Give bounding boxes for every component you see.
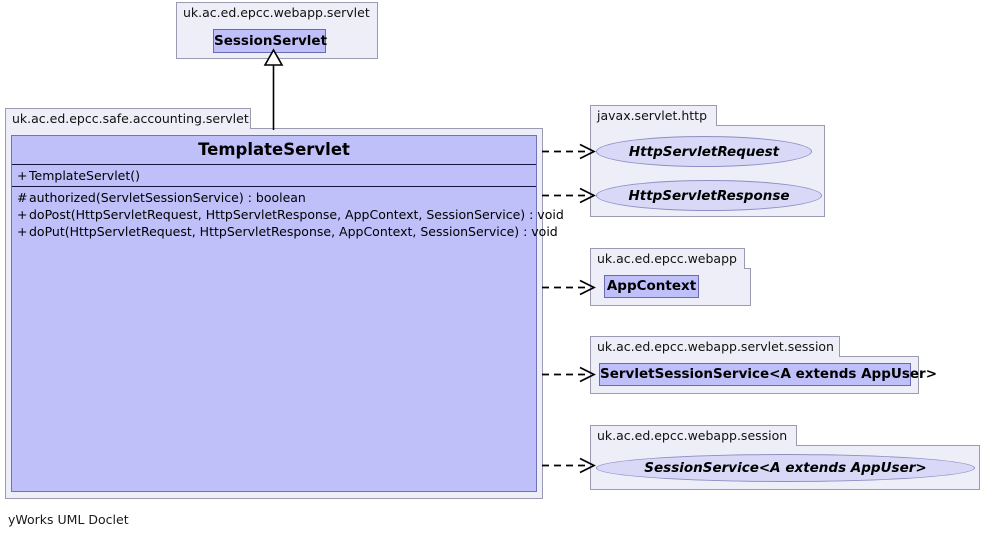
method-row: +doPost(HttpServletRequest, HttpServletR… xyxy=(12,206,564,223)
interface-httpservletrequest[interactable]: HttpServletRequest xyxy=(596,136,812,167)
constructor-signature: TemplateServlet() xyxy=(29,168,141,183)
package-label-webapp-session: uk.ac.ed.epcc.webapp.session xyxy=(590,425,797,446)
class-name-appcontext: AppContext xyxy=(606,278,697,294)
interface-httpservletresponse[interactable]: HttpServletResponse xyxy=(596,180,822,211)
class-servletsessionservice[interactable]: ServletSessionService<A extends AppUser> xyxy=(599,363,937,386)
edge-dependency-servletsessionservice xyxy=(542,366,596,383)
interface-name-httpservletrequest: HttpServletRequest xyxy=(628,144,780,160)
edge-dependency-appcontext xyxy=(542,279,596,296)
compartment-methods: #authorized(ServletSessionService) : boo… xyxy=(12,187,564,242)
class-name-sessionservlet: SessionServlet xyxy=(214,33,328,49)
class-sessionservlet[interactable]: SessionServlet xyxy=(213,29,328,53)
class-name-servletsessionservice: ServletSessionService<A extends AppUser> xyxy=(600,366,937,382)
edge-dependency-httpservletrequest xyxy=(542,143,596,160)
package-javax-servlet-http: javax.servlet.http HttpServletRequest Ht… xyxy=(590,105,825,217)
package-webapp-servlet: uk.ac.ed.epcc.webapp.servlet SessionServ… xyxy=(176,2,378,59)
interface-name-httpservletresponse: HttpServletResponse xyxy=(628,188,790,204)
package-webapp-servlet-session: uk.ac.ed.epcc.webapp.servlet.session Ser… xyxy=(590,336,937,394)
package-label-javax-servlet-http: javax.servlet.http xyxy=(590,105,717,126)
footer-credit: yWorks UML Doclet xyxy=(8,512,129,527)
method-signature: authorized(ServletSessionService) : bool… xyxy=(29,190,306,205)
compartment-constructors: +TemplateServlet() xyxy=(12,165,536,187)
package-webapp: uk.ac.ed.epcc.webapp AppContext xyxy=(590,248,751,306)
package-label-webapp-servlet: uk.ac.ed.epcc.webapp.servlet xyxy=(176,2,378,23)
visibility-marker: + xyxy=(17,207,28,222)
method-signature: doPost(HttpServletRequest, HttpServletRe… xyxy=(29,207,564,222)
package-safe-accounting-servlet: uk.ac.ed.epcc.safe.accounting.servlet Te… xyxy=(5,108,564,499)
method-row: #authorized(ServletSessionService) : boo… xyxy=(12,189,536,206)
class-appcontext[interactable]: AppContext xyxy=(604,275,699,298)
package-label-safe-accounting-servlet: uk.ac.ed.epcc.safe.accounting.servlet xyxy=(5,108,251,129)
package-label-webapp-servlet-session: uk.ac.ed.epcc.webapp.servlet.session xyxy=(590,336,840,357)
package-label-webapp: uk.ac.ed.epcc.webapp xyxy=(590,248,745,269)
constructor-row: +TemplateServlet() xyxy=(12,167,536,184)
visibility-marker: + xyxy=(17,168,28,183)
class-templateservlet[interactable]: TemplateServlet +TemplateServlet() #auth… xyxy=(11,135,564,492)
interface-sessionservice[interactable]: SessionService<A extends AppUser> xyxy=(596,454,975,482)
method-signature: doPut(HttpServletRequest, HttpServletRes… xyxy=(29,224,558,239)
package-webapp-session: uk.ac.ed.epcc.webapp.session SessionServ… xyxy=(590,425,980,490)
interface-name-sessionservice: SessionService<A extends AppUser> xyxy=(644,460,927,476)
method-row: +doPut(HttpServletRequest, HttpServletRe… xyxy=(12,223,558,240)
visibility-marker: + xyxy=(17,224,28,239)
visibility-marker: # xyxy=(17,190,28,205)
class-name-templateservlet: TemplateServlet xyxy=(12,136,536,165)
edge-dependency-httpservletresponse xyxy=(542,187,596,204)
edge-dependency-sessionservice xyxy=(542,457,596,474)
